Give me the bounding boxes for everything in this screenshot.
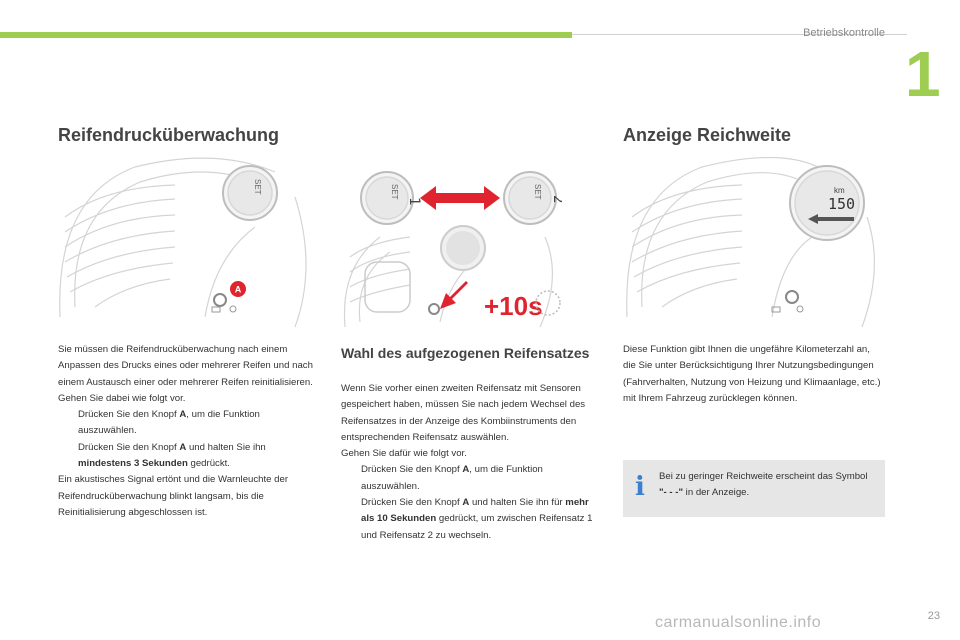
list-item: Drücken Sie den Knopf A, um die Funktion… xyxy=(58,407,320,440)
bullet-mark xyxy=(58,407,78,440)
tire-set-steps-intro: Gehen Sie dafür wie folgt vor. xyxy=(341,448,467,460)
range-value-readout: 150 xyxy=(828,195,855,213)
dial-set-label: SET xyxy=(253,179,262,195)
list-item: Drücken Sie den Knopf A, um die Funktion… xyxy=(341,462,599,495)
tire-set-2-indicator: 2 xyxy=(550,195,562,203)
double-arrow xyxy=(420,186,500,210)
tire-pressure-outro: Ein akustisches Signal ertönt und die Wa… xyxy=(58,474,289,518)
page-number: 23 xyxy=(927,610,940,622)
tire-pressure-intro: Sie müssen die Reifendrucküberwachung na… xyxy=(58,344,313,388)
info-box: i Bei zu geringer Reichweite erscheint d… xyxy=(623,460,885,517)
timer-10s-label: +10s xyxy=(484,291,543,321)
bullet-mark xyxy=(341,462,361,495)
tire-set-intro: Wenn Sie vorher einen zweiten Reifensatz… xyxy=(341,383,586,443)
list-item: Drücken Sie den Knopf A und halten Sie i… xyxy=(341,495,599,544)
stopwatch-icon xyxy=(535,290,561,316)
tire-pressure-steps-intro: Gehen Sie dabei wie folgt vor. xyxy=(58,392,186,404)
info-icon: i xyxy=(635,472,645,502)
section-title: Betriebskontrolle xyxy=(803,27,885,39)
chapter-number: 1 xyxy=(905,38,941,110)
illustration-tire-pressure-reset: SET A xyxy=(59,157,307,328)
range-unit-label: km xyxy=(834,186,845,195)
dial-set-label-2: SET xyxy=(533,184,542,200)
heading-range-display: Anzeige Reichweite xyxy=(623,125,792,145)
range-bar-indicator xyxy=(808,214,854,224)
dial-set-label-1: SET xyxy=(390,184,399,200)
info-text: Bei zu geringer Reichweite erscheint das… xyxy=(659,471,868,499)
tire-pressure-text: Sie müssen die Reifendrucküberwachung na… xyxy=(58,342,320,521)
illustration-tire-set-selection: SET 1 SET 2 +10s xyxy=(343,171,562,328)
heading-tire-set: Wahl des aufgezogenen Reifensatzes xyxy=(341,345,590,361)
tire-set-1-indicator: 1 xyxy=(406,197,422,205)
heading-tire-pressure: Reifendrucküberwachung xyxy=(58,125,280,145)
button-a-marker xyxy=(230,281,246,297)
list-item: Drücken Sie den Knopf A und halten Sie i… xyxy=(58,440,320,473)
bullet-mark xyxy=(58,440,78,473)
bullet-mark xyxy=(341,495,361,544)
header-rule xyxy=(572,34,907,35)
tire-set-text: Wenn Sie vorher einen zweiten Reifensatz… xyxy=(341,381,599,544)
range-body-text: Diese Funktion gibt Ihnen die ungefähre … xyxy=(623,344,881,404)
header-accent-bar xyxy=(0,32,572,38)
press-arrow xyxy=(440,281,468,309)
illustration-range-display: km 150 xyxy=(626,157,875,328)
watermark: carmanualsonline.info xyxy=(655,614,822,631)
button-a-label: A xyxy=(235,285,242,295)
